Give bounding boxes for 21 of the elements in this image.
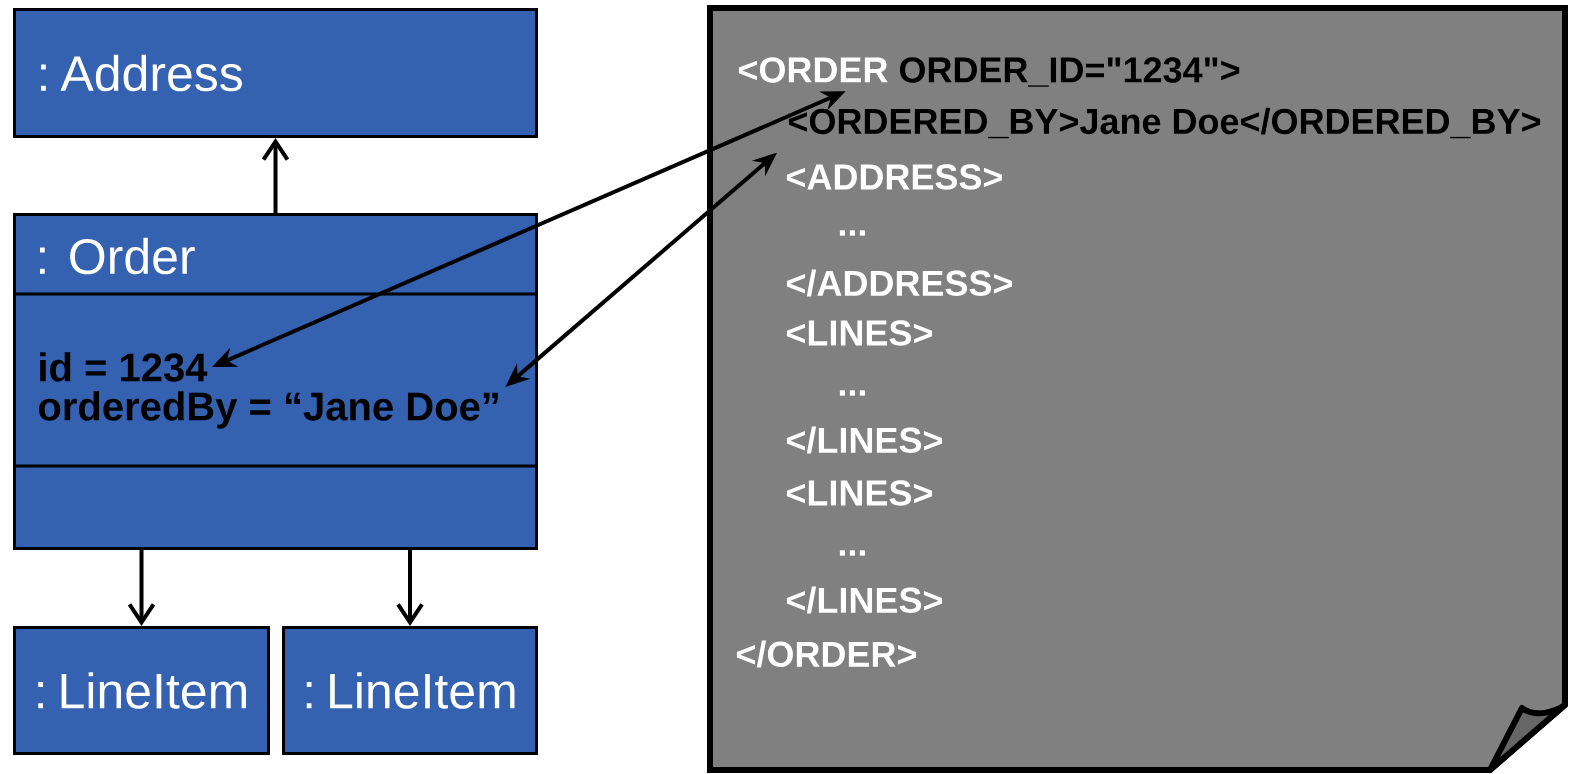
- class-box: : LineItem: [282, 626, 538, 755]
- document-drawing: [707, 5, 1568, 773]
- xml-line: </LINES>: [786, 586, 943, 614]
- xml-line: ...: [839, 390, 865, 396]
- xml-line: <ORDERED_BY>Jane Doe</ORDERED_BY>: [788, 107, 1541, 139]
- xml-line: <LINES>: [786, 320, 933, 346]
- xml-line: <LINES>: [786, 480, 933, 506]
- xml-line: <ORDER ORDER_ID="1234">: [738, 57, 1240, 87]
- arrow: [396, 550, 424, 626]
- xml-line: <ADDRESS>: [786, 164, 1002, 190]
- arrow: [261, 138, 290, 213]
- attribute-text: orderedBy = “Jane Doe”: [38, 391, 498, 429]
- xml-line: </LINES>: [786, 426, 943, 454]
- arrow: [127, 550, 156, 626]
- class-box: : Address: [13, 8, 538, 138]
- attribute-text: id = 1234: [40, 352, 208, 382]
- xml-line: </ADDRESS>: [786, 269, 1012, 297]
- class-box: : LineItem: [13, 626, 270, 755]
- xml-line: ...: [839, 230, 865, 236]
- xml-line: </ORDER>: [736, 640, 916, 668]
- xml-line: ...: [839, 550, 865, 556]
